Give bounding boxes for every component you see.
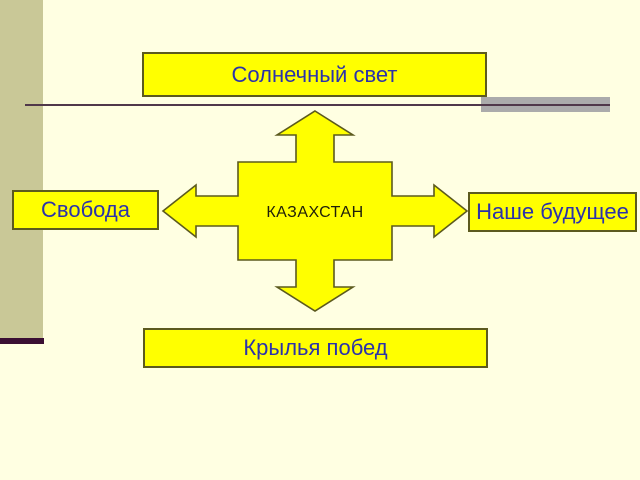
node-wings-of-victories-label: Крылья побед: [243, 335, 388, 360]
quad-arrow-polygon: [161, 110, 469, 312]
node-freedom: Свобода: [12, 190, 159, 230]
node-our-future: Наше будущее: [468, 192, 637, 232]
node-freedom-label: Свобода: [41, 197, 130, 222]
title-underline: [25, 104, 610, 106]
left-accent-bar: [0, 0, 43, 338]
node-wings-of-victories: Крылья побед: [143, 328, 488, 368]
left-accent-footer-bar: [0, 338, 44, 344]
node-sunlight: Солнечный свет: [142, 52, 487, 97]
center-label: КАЗАХСТАН: [266, 204, 363, 221]
node-our-future-label: Наше будущее: [476, 199, 629, 224]
node-sunlight-label: Солнечный свет: [231, 61, 398, 87]
